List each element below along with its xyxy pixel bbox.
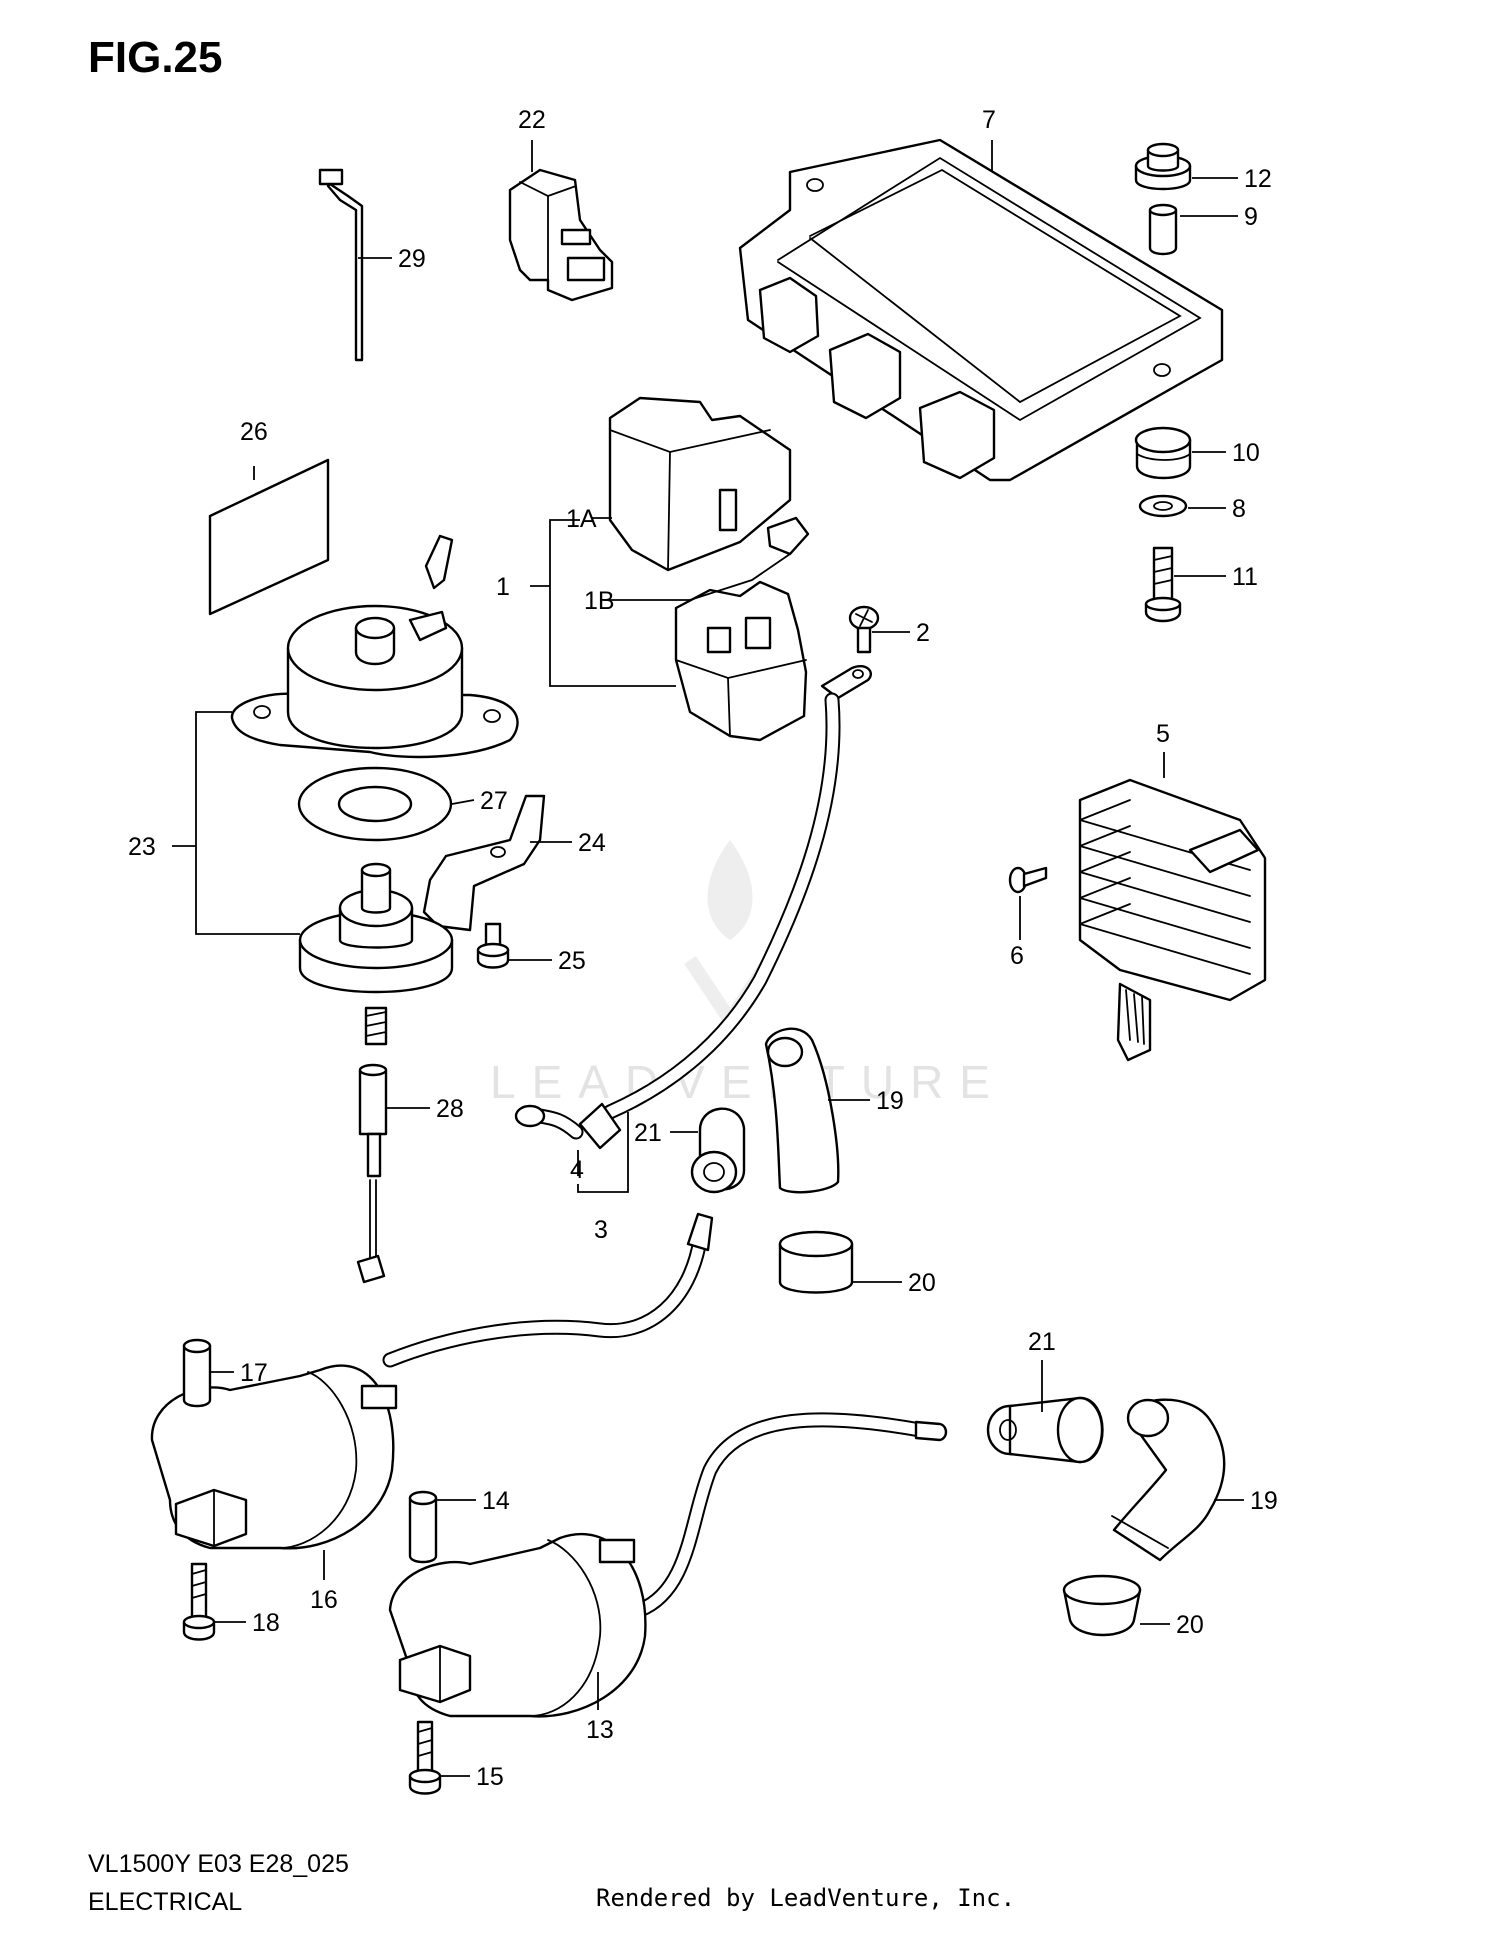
part-26-pad[interactable] [208, 458, 330, 616]
callout-13: 13 [586, 1716, 614, 1744]
part-10-grommet[interactable] [1134, 426, 1192, 480]
part-5-regulator-rectifier[interactable] [1078, 778, 1267, 1062]
callout-12: 12 [1244, 165, 1272, 193]
part-16-ignition-coil[interactable] [150, 1212, 714, 1550]
part-20-cover-lower[interactable] [1062, 1574, 1142, 1637]
callout-4: 4 [570, 1156, 584, 1184]
callout-1b: 1B [584, 587, 615, 615]
part-11-bolt[interactable] [1144, 546, 1182, 623]
rendered-by-credit: Rendered by LeadVenture, Inc. [596, 1884, 1015, 1912]
part-22-relay[interactable] [508, 168, 614, 302]
callout-labels: 22 7 29 12 9 10 8 11 26 1A 1 1B 2 5 6 23… [128, 106, 1278, 1791]
part-27-ring[interactable] [297, 766, 453, 842]
callout-10: 10 [1232, 439, 1260, 467]
part-12-nut[interactable] [1134, 142, 1192, 191]
callout-24: 24 [578, 829, 606, 857]
callout-14: 14 [482, 1487, 510, 1515]
part-3-ground-cable[interactable] [514, 665, 873, 1150]
callout-19-upper: 19 [876, 1087, 904, 1115]
callout-6: 6 [1010, 942, 1024, 970]
callout-22: 22 [518, 106, 546, 134]
callout-1a: 1A [566, 505, 597, 533]
callout-9: 9 [1244, 203, 1258, 231]
part-1b-fuse[interactable] [766, 516, 810, 556]
callout-26: 26 [240, 418, 268, 446]
part-8-washer[interactable] [1138, 494, 1188, 518]
part-28-spacer[interactable] [356, 1063, 388, 1284]
callout-27: 27 [480, 787, 508, 815]
callout-8: 8 [1232, 495, 1246, 523]
part-9-collar[interactable] [1148, 203, 1178, 256]
callout-21-lower: 21 [1028, 1328, 1056, 1356]
part-23-mount[interactable] [298, 862, 454, 1046]
part-15-bolt[interactable] [408, 1720, 442, 1795]
part-21-cap-lower[interactable] [986, 1396, 1104, 1464]
part-13-ignition-coil[interactable] [388, 1412, 948, 1718]
part-23-horn[interactable] [230, 534, 519, 759]
callout-18: 18 [252, 1609, 280, 1637]
part-20-cover-upper[interactable] [778, 1230, 854, 1294]
callout-2: 2 [916, 619, 930, 647]
callout-29: 29 [398, 245, 426, 273]
section-name: ELECTRICAL [88, 1888, 242, 1916]
leader-lines [172, 140, 1244, 1777]
callout-23: 23 [128, 833, 156, 861]
callout-16: 16 [310, 1586, 338, 1614]
callout-21-upper: 21 [634, 1119, 662, 1147]
part-1a-relay-cover[interactable] [608, 396, 792, 572]
callout-28: 28 [436, 1095, 464, 1123]
part-17-collar[interactable] [182, 1338, 212, 1408]
callout-3: 3 [594, 1216, 608, 1244]
watermark-text: LEADVENTURE [490, 1056, 1006, 1108]
part-2-screw[interactable] [848, 605, 880, 654]
model-code: VL1500Y E03 E28_025 [88, 1850, 349, 1878]
figure-title: FIG.25 [88, 33, 223, 82]
part-25-bolt[interactable] [476, 922, 510, 969]
part-7-control-unit[interactable] [738, 138, 1224, 482]
part-14-collar[interactable] [408, 1490, 438, 1564]
part-19-plug-boot-upper[interactable] [764, 1027, 840, 1194]
part-19-plug-boot-lower[interactable] [1111, 1398, 1226, 1562]
callout-11: 11 [1232, 563, 1258, 591]
callout-7: 7 [982, 106, 996, 134]
callout-17: 17 [240, 1359, 268, 1387]
part-29-wire-lead[interactable] [318, 168, 364, 362]
callout-20-lower: 20 [1176, 1611, 1204, 1639]
callout-25: 25 [558, 947, 586, 975]
part-18-bolt[interactable] [182, 1562, 216, 1641]
callout-19-lower: 19 [1250, 1487, 1278, 1515]
callout-20-upper: 20 [908, 1269, 936, 1297]
callout-1: 1 [496, 573, 510, 601]
callout-15: 15 [476, 1763, 504, 1791]
part-6-screw[interactable] [1008, 866, 1048, 894]
part-21-cap-upper[interactable] [690, 1107, 746, 1194]
callout-5: 5 [1156, 720, 1170, 748]
part-1-starter-relay[interactable] [674, 580, 808, 742]
